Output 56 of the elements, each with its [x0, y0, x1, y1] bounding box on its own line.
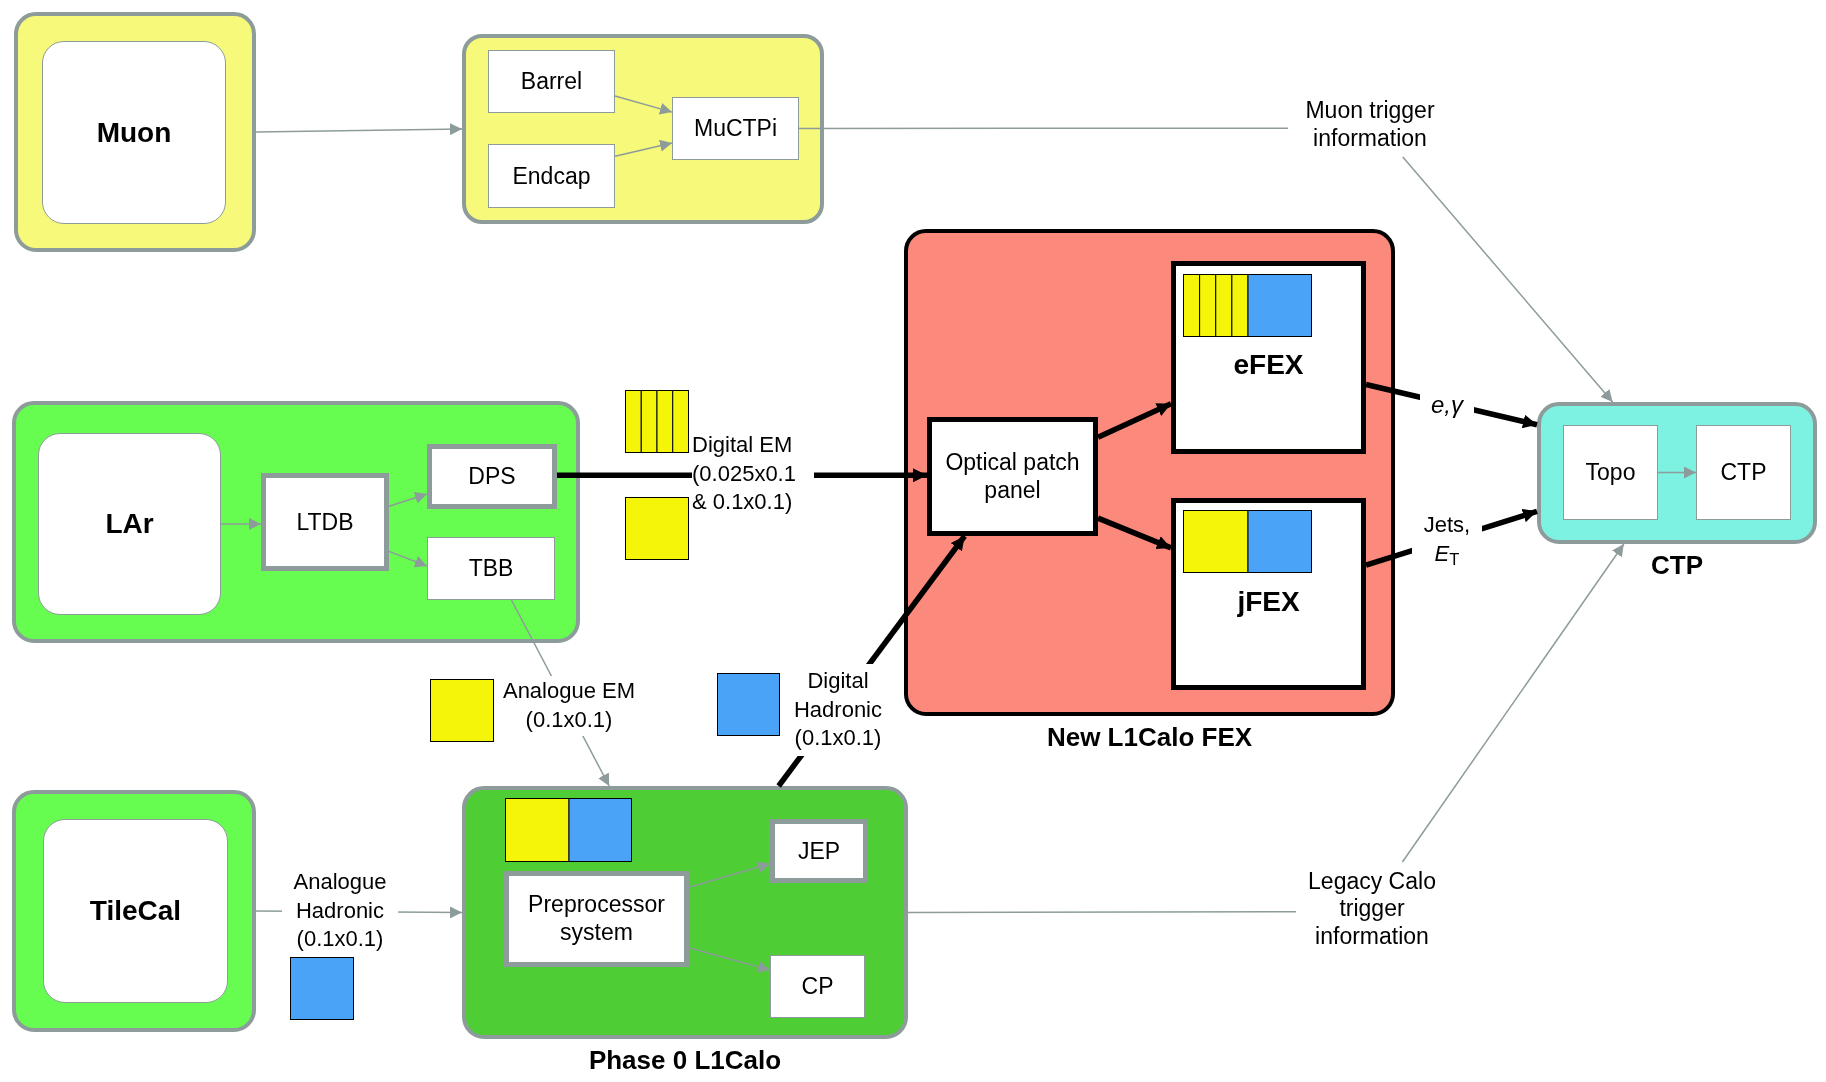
- group-panel: [462, 34, 824, 224]
- arrow: [688, 947, 771, 973]
- arrow: [255, 123, 463, 136]
- process-box: [504, 871, 689, 967]
- node-label: DPS: [468, 462, 516, 492]
- node-label: Legacy Calo trigger information: [1307, 867, 1437, 951]
- node-label: LAr: [105, 507, 154, 541]
- arrow: [1096, 515, 1173, 551]
- connector-line: [798, 127, 1289, 130]
- node-label: Barrel: [520, 67, 583, 97]
- node-label: JEP: [797, 836, 841, 866]
- node-label: LTDB: [296, 507, 354, 537]
- group-title: New L1Calo FEX: [1045, 724, 1254, 750]
- process-box: [1563, 425, 1658, 520]
- arrow: [220, 517, 262, 530]
- process-box: [770, 819, 868, 883]
- node-label: Muon trigger information: [1304, 97, 1436, 153]
- group-title: Phase 0 L1Calo: [587, 1047, 783, 1073]
- detector-box: [38, 433, 221, 615]
- node-label: MuCTPi: [693, 114, 778, 144]
- arrow: [1402, 156, 1614, 403]
- process-box: [927, 417, 1098, 536]
- node-label: Endcap: [512, 161, 591, 191]
- process-box: [1696, 425, 1791, 520]
- detector-frame: [12, 790, 256, 1032]
- arrow: [388, 550, 428, 568]
- node-label: CP: [801, 972, 834, 1002]
- detector-box: [42, 41, 226, 224]
- node-label: TileCal: [89, 894, 182, 928]
- node-label: Topo: [1585, 458, 1636, 488]
- node-label: Muon: [96, 115, 172, 150]
- process-box: [427, 537, 555, 600]
- group-title: CTP: [1650, 552, 1704, 578]
- process-box: [261, 473, 389, 571]
- process-box: [672, 97, 799, 160]
- node-label: Optical patch panel: [944, 448, 1081, 505]
- arrow: [688, 861, 771, 889]
- node-label: eFEX: [1233, 348, 1304, 382]
- arrow: [614, 139, 673, 157]
- process-box: [427, 444, 557, 509]
- arrow: [1096, 401, 1173, 440]
- arrow: [614, 95, 673, 115]
- connector-line: [907, 911, 1297, 914]
- process-box: [488, 50, 615, 113]
- node-label: CTP: [1720, 458, 1767, 488]
- detector-frame: [12, 401, 580, 643]
- process-box: [770, 955, 865, 1018]
- arrow: [1657, 466, 1697, 479]
- node-label: Preprocessor system: [527, 891, 666, 947]
- arrow: [1401, 543, 1625, 863]
- arrow: [388, 492, 428, 508]
- node-label: TBB: [468, 554, 514, 584]
- detector-frame: [14, 12, 256, 252]
- node-label: jFEX: [1237, 585, 1300, 619]
- detector-box: [43, 819, 228, 1003]
- process-box: [488, 144, 615, 208]
